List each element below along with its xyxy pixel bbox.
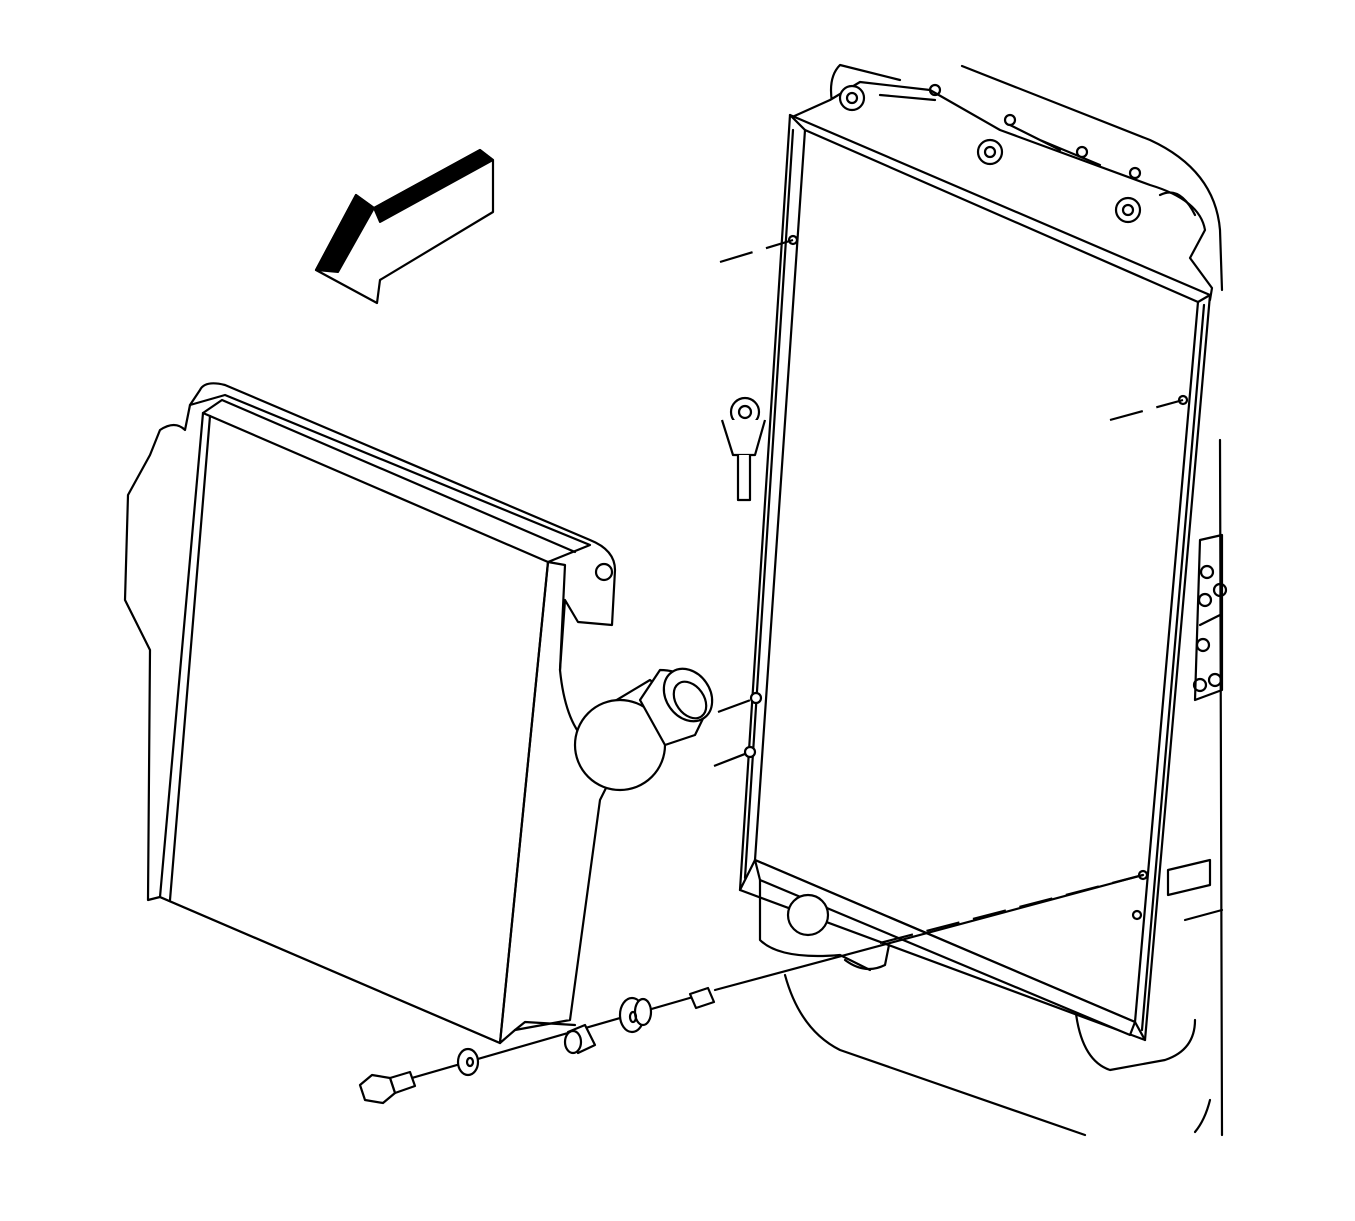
insulator xyxy=(688,986,716,1010)
radiator xyxy=(720,80,1214,1042)
bolt-head xyxy=(358,1073,397,1105)
fastener-stack xyxy=(358,986,716,1105)
direction-arrow-icon xyxy=(314,148,495,305)
intercooler xyxy=(123,382,714,1045)
